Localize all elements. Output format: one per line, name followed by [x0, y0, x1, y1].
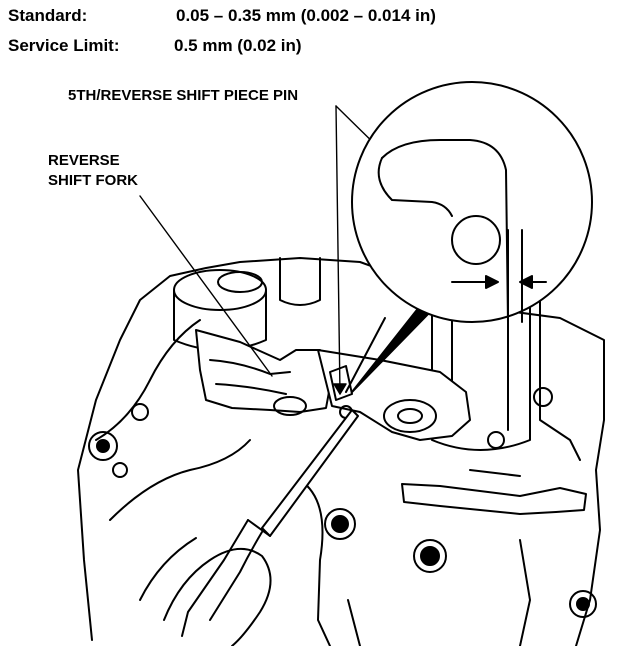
spec-standard-value: 0.05 – 0.35 mm (0.002 – 0.014 in) [176, 6, 436, 25]
callout-reverse-shift-fork: REVERSE SHIFT FORK [48, 151, 138, 191]
spec-standard-row: Standard: 0.05 – 0.35 mm (0.002 – 0.014 … [8, 6, 436, 26]
feeler-gauge [181, 409, 359, 637]
spec-standard-label: Standard: [8, 6, 88, 25]
shafts [173, 257, 581, 461]
spec-service-limit-value: 0.5 mm (0.02 in) [174, 36, 302, 55]
callout-reverse-shift-fork-line1: REVERSE [48, 152, 120, 169]
case-bolts [88, 387, 597, 618]
shift-rod [401, 469, 587, 515]
reverse-shift-fork [195, 329, 333, 416]
callout-reverse-shift-fork-line2: SHIFT FORK [48, 172, 138, 189]
callout-shift-piece-pin: 5TH/REVERSE SHIFT PIECE PIN [68, 87, 299, 104]
hand-holding-gauge [139, 537, 272, 646]
spec-service-limit-row: Service Limit: 0.5 mm (0.02 in) [8, 36, 302, 56]
spec-service-limit-label: Service Limit: [8, 36, 120, 55]
detail-magnifier [351, 81, 593, 323]
transmission-case [77, 257, 605, 646]
